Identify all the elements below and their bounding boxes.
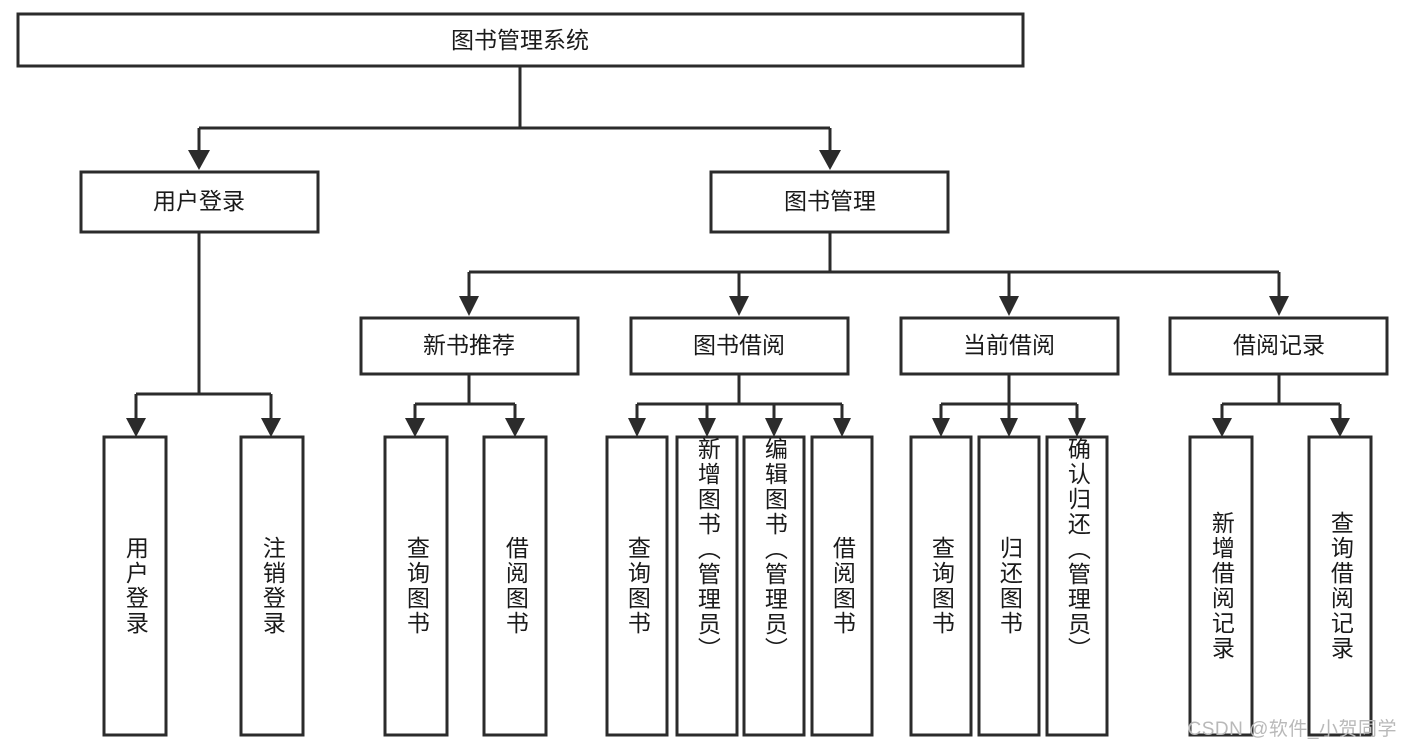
node-book-borrow[interactable]: 图书借阅	[629, 316, 850, 376]
leaf-box-newbook-1[interactable]	[383, 435, 449, 737]
node-borrow-record[interactable]: 借阅记录	[1168, 316, 1389, 376]
arrow-leaf-c2	[1000, 418, 1018, 437]
arrow-leaf-b1	[628, 418, 646, 437]
node-root[interactable]: 图书管理系统	[16, 12, 1025, 68]
leaf-box-currentborrow-3[interactable]	[1045, 435, 1109, 737]
node-book-manage-label: 图书管理	[784, 188, 876, 214]
arrow-leaf-c3	[1068, 418, 1086, 437]
arrow-to-user-login	[188, 150, 210, 170]
arrow-to-current-borrow	[999, 296, 1019, 316]
arrow-to-book-manage	[819, 150, 841, 170]
node-book-borrow-label: 图书借阅	[693, 332, 785, 358]
node-root-label: 图书管理系统	[451, 27, 589, 53]
arrow-to-borrow-record	[1269, 296, 1289, 316]
arrow-leaf-c1	[932, 418, 950, 437]
watermark-text: CSDN @软件_小贺同学	[1187, 719, 1397, 740]
leaf-box-borrowrecord-1[interactable]	[1188, 435, 1254, 737]
node-current-borrow-label: 当前借阅	[963, 332, 1055, 358]
node-user-login[interactable]: 用户登录	[79, 170, 320, 234]
node-book-manage[interactable]: 图书管理	[709, 170, 950, 234]
arrow-leaf-u2	[261, 418, 281, 437]
arrow-leaf-n1	[405, 418, 425, 437]
arrow-leaf-b3	[765, 418, 783, 437]
leaf-box-newbook-2[interactable]	[482, 435, 548, 737]
node-user-login-label: 用户登录	[153, 188, 245, 214]
arrow-leaf-n2	[505, 418, 525, 437]
node-new-book-recommend-label: 新书推荐	[423, 332, 515, 358]
leaf-box-currentborrow-2[interactable]	[977, 435, 1041, 737]
leaf-box-bookborrow-2[interactable]	[675, 435, 739, 737]
arrow-leaf-b2	[698, 418, 716, 437]
leaf-box-bookborrow-4[interactable]	[810, 435, 874, 737]
leaf-box-bookborrow-3[interactable]	[742, 435, 806, 737]
arrow-to-new-book	[459, 296, 479, 316]
leaf-box-borrowrecord-2[interactable]	[1307, 435, 1373, 737]
node-current-borrow[interactable]: 当前借阅	[899, 316, 1120, 376]
node-new-book-recommend[interactable]: 新书推荐	[359, 316, 580, 376]
node-borrow-record-label: 借阅记录	[1233, 332, 1325, 358]
leaf-box-bookborrow-1[interactable]	[605, 435, 669, 737]
arrow-leaf-r1	[1212, 418, 1232, 437]
arrow-leaf-r2	[1330, 418, 1350, 437]
leaf-box-user-login-1[interactable]	[102, 435, 168, 737]
leaf-box-currentborrow-1[interactable]	[909, 435, 973, 737]
leaf-box-user-login-2[interactable]	[239, 435, 305, 737]
arrow-leaf-b4	[833, 418, 851, 437]
arrow-leaf-u1	[126, 418, 146, 437]
arrow-to-book-borrow	[729, 296, 749, 316]
